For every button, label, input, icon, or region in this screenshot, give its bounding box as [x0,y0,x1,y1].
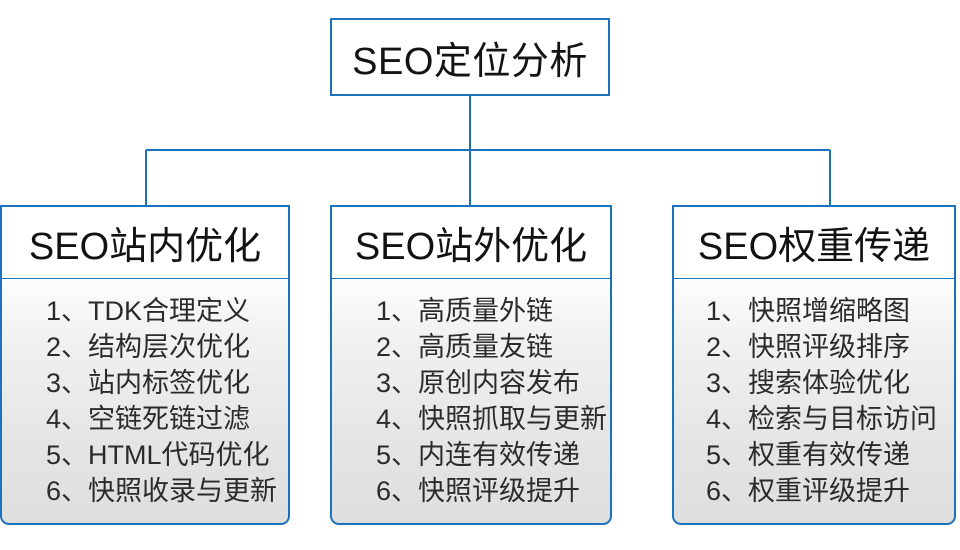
list-item: 6、快照收录与更新 [46,476,278,506]
branch-item-list-2: 1、高质量外链 2、高质量友链 3、原创内容发布 4、快照抓取与更新 5、内连有… [332,293,610,509]
branch-header-label-3: SEO权重传递 [697,226,931,268]
branch-item-list-1: 1、TDK合理定义 2、结构层次优化 3、站内标签优化 4、空链死链过滤 5、H… [2,293,288,509]
list-item: 4、检索与目标访问 [706,404,938,434]
branch-header-label-1: SEO站内优化 [28,226,262,268]
branch-column-2: SEO站外优化 1、高质量外链 2、高质量友链 3、原创内容发布 4、快照抓取与… [330,205,612,525]
list-item: 1、高质量外链 [376,296,554,326]
list-item: 3、原创内容发布 [376,368,581,398]
list-item: 2、高质量友链 [376,332,554,362]
branch-body-3: 1、快照增缩略图 2、快照评级排序 3、搜索体验优化 4、检索与目标访问 5、权… [672,279,956,525]
branch-header-2[interactable]: SEO站外优化 [330,205,612,279]
list-item: 1、TDK合理定义 [46,296,251,326]
list-item: 1、快照增缩略图 [706,296,911,326]
branch-item-list-3: 1、快照增缩略图 2、快照评级排序 3、搜索体验优化 4、检索与目标访问 5、权… [674,293,954,509]
list-item: 5、HTML代码优化 [46,440,270,470]
list-item: 6、快照评级提升 [376,476,581,506]
list-item: 2、快照评级排序 [706,332,911,362]
root-node[interactable]: SEO定位分析 [330,18,610,96]
list-item: 4、快照抓取与更新 [376,404,608,434]
root-node-label: SEO定位分析 [352,40,588,83]
branch-header-label-2: SEO站外优化 [354,226,588,268]
list-item: 5、权重有效传递 [706,440,911,470]
branch-header-1[interactable]: SEO站内优化 [0,205,290,279]
list-item: 3、站内标签优化 [46,368,251,398]
list-item: 3、搜索体验优化 [706,368,911,398]
branch-body-2: 1、高质量外链 2、高质量友链 3、原创内容发布 4、快照抓取与更新 5、内连有… [330,279,612,525]
list-item: 2、结构层次优化 [46,332,251,362]
branch-column-1: SEO站内优化 1、TDK合理定义 2、结构层次优化 3、站内标签优化 4、空链… [0,205,290,525]
list-item: 6、权重评级提升 [706,476,911,506]
branch-body-1: 1、TDK合理定义 2、结构层次优化 3、站内标签优化 4、空链死链过滤 5、H… [0,279,290,525]
branch-header-3[interactable]: SEO权重传递 [672,205,956,279]
branch-column-3: SEO权重传递 1、快照增缩略图 2、快照评级排序 3、搜索体验优化 4、检索与… [672,205,956,525]
list-item: 5、内连有效传递 [376,440,581,470]
list-item: 4、空链死链过滤 [46,404,251,434]
